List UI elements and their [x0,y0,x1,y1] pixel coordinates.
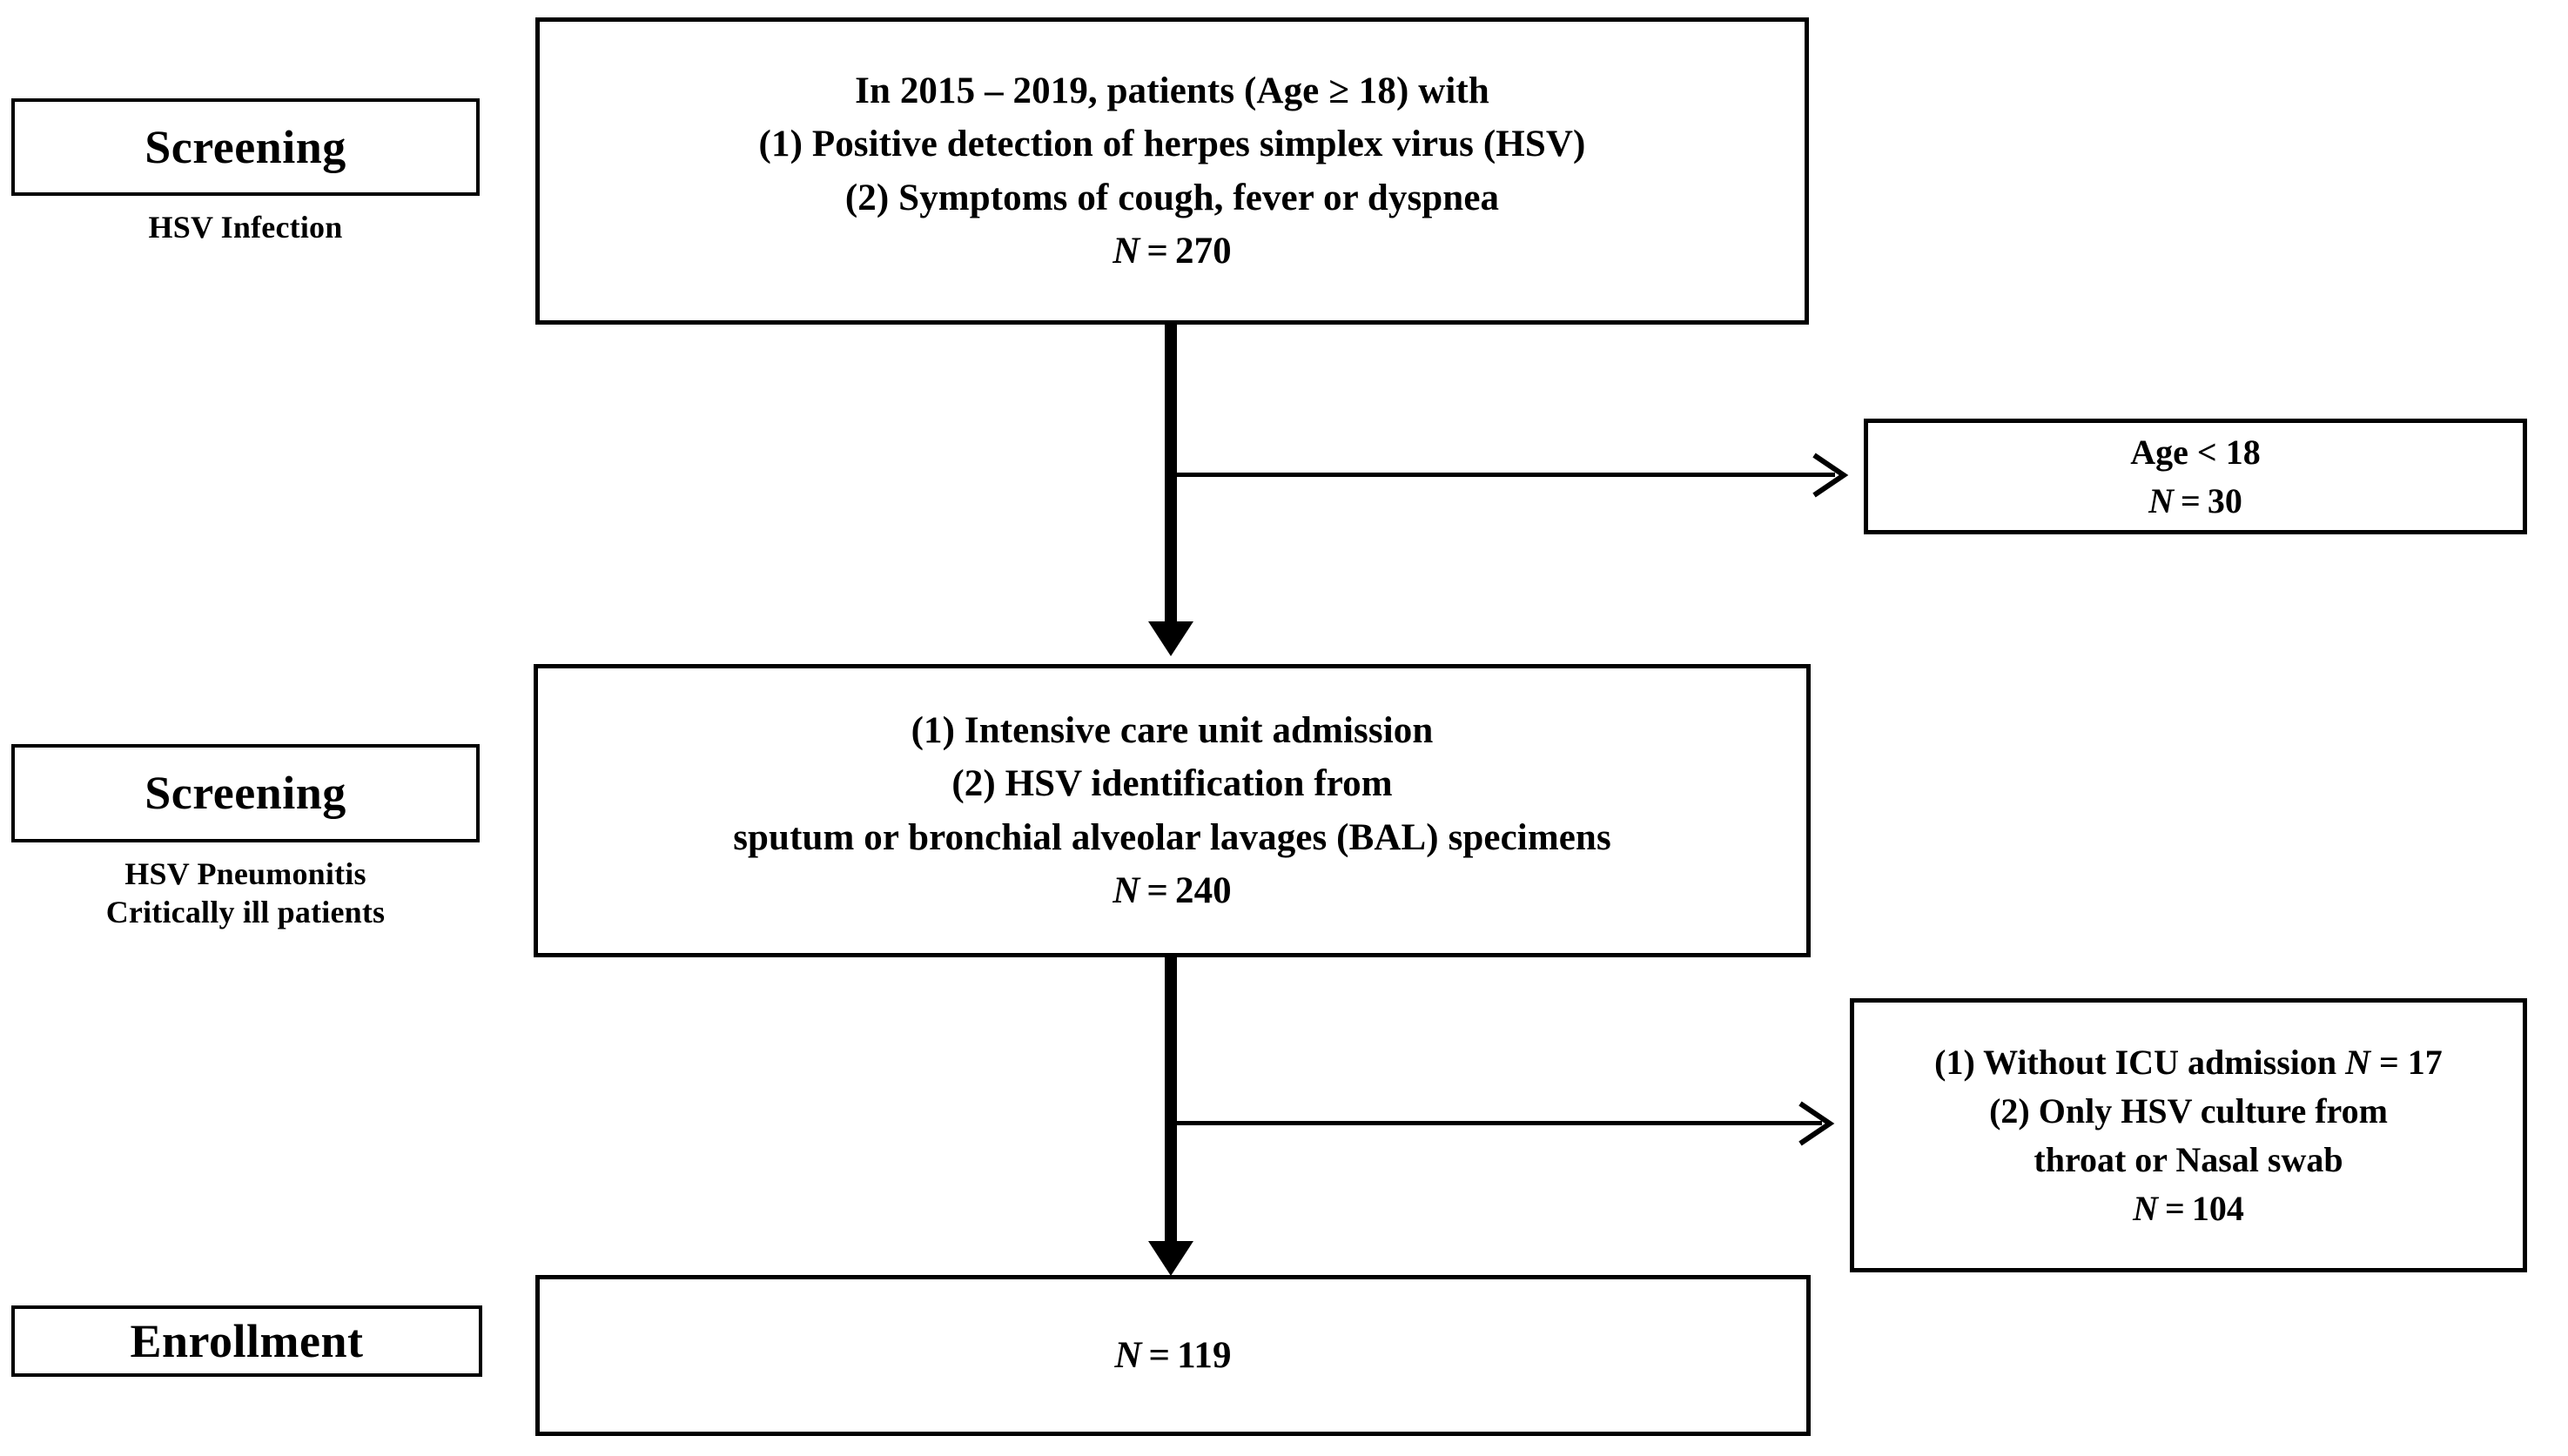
count-value: 240 [1174,869,1232,911]
stage-caption-screening-2: HSV Pneumonitis Critically ill patients [11,855,480,932]
flow-arrow-2-line [1165,957,1177,1245]
exclusion-line-1-text: (1) Without ICU admission [1934,1042,2346,1082]
exclusion-count-30: N=30 [2148,477,2242,526]
main-box-icu-hsv-cohort: (1) Intensive care unit admission (2) HS… [534,664,1811,957]
flow-arrow-2-head [1148,1241,1193,1276]
main-box-count-270: N=270 [1113,225,1232,278]
flow-arrow-1-line [1165,325,1177,625]
exclusion-arrow-2-head [1795,1098,1837,1149]
stage-box-enrollment: Enrollment [11,1305,482,1377]
count-equals: = [2165,1188,2185,1228]
stage-box-screening-1: Screening [11,98,480,196]
count-equals: = [1146,230,1168,272]
count-value: 270 [1174,230,1232,272]
count-symbol: N [1113,869,1140,911]
main-box-line-3: sputum or bronchial alveolar lavages (BA… [733,816,1611,858]
exclusion-count-104: N=104 [2133,1184,2244,1233]
count-inline-value: = 17 [2370,1042,2443,1082]
stage-label-screening-1: Screening [145,120,346,173]
count-equals: = [1146,869,1168,911]
count-value: 104 [2191,1188,2244,1228]
exclusion-line-1: (1) Without ICU admission N = 17 [1934,1038,2443,1087]
stage-box-screening-2: Screening [11,744,480,842]
main-box-line-2: (2) HSV identification from [951,763,1393,805]
exclusion-box-icu-culture: (1) Without ICU admission N = 17 (2) Onl… [1850,998,2527,1272]
count-value: 119 [1177,1334,1232,1376]
main-box-screened-cohort: In 2015 – 2019, patients (Age ≥ 18) with… [535,17,1809,325]
count-symbol: N [1114,1334,1142,1376]
stage-caption-screening-1: HSV Infection [11,209,480,247]
count-equals: = [2181,480,2201,520]
count-symbol: N [1113,230,1140,272]
flow-arrow-1-head [1148,621,1193,656]
stage-caption-line: Critically ill patients [105,894,386,929]
count-symbol: N [2148,480,2175,520]
main-box-line-1: In 2015 – 2019, patients (Age ≥ 18) with [855,70,1489,112]
stage-caption-line: HSV Infection [148,210,343,245]
main-box-line-3: (2) Symptoms of cough, fever or dyspnea [844,177,1500,218]
count-equals: = [1148,1334,1171,1376]
exclusion-line-1: Age < 18 [2130,432,2261,472]
exclusion-arrow-1-line [1173,473,1835,477]
exclusion-arrow-1-head [1809,450,1851,500]
main-box-count-240: N=240 [1113,864,1232,917]
exclusion-arrow-2-line [1173,1121,1822,1125]
stage-label-screening-2: Screening [145,767,346,820]
count-value: 30 [2207,480,2242,520]
main-box-line-1: (1) Intensive care unit admission [911,710,1434,752]
exclusion-line-2: (2) Only HSV culture from [1989,1090,2388,1131]
count-symbol: N [2133,1188,2159,1228]
stage-caption-line: HSV Pneumonitis [124,856,366,891]
stage-label-enrollment: Enrollment [130,1314,364,1367]
exclusion-box-age: Age < 18 N=30 [1864,419,2527,534]
count-symbol-inline: N [2345,1042,2371,1082]
main-box-enrolled-cohort: N=119 [535,1275,1811,1436]
main-box-count-119: N=119 [1114,1329,1231,1382]
main-box-line-2: (1) Positive detection of herpes simplex… [758,124,1586,165]
exclusion-line-3: throat or Nasal swab [2034,1139,2343,1179]
